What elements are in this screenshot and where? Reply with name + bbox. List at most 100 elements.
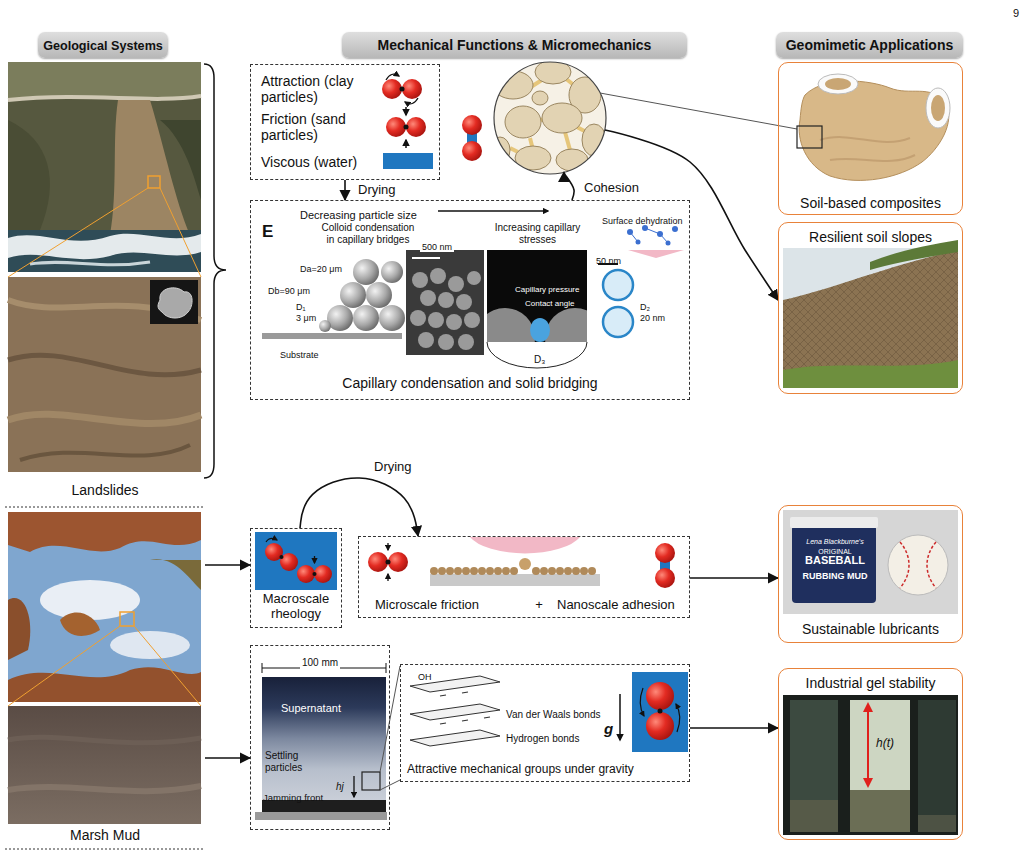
capillary-illustration	[630, 232, 638, 242]
mechanism-panel: Macroscale rheology	[250, 528, 342, 628]
edge-label-holder: Cohesion	[582, 178, 641, 196]
settling-photo	[353, 776, 354, 797]
node-text: Jamming front	[263, 793, 323, 804]
clay-platelets	[646, 712, 674, 740]
label-holder: E	[262, 222, 273, 242]
text-holder: Geomimetic Applications	[776, 36, 963, 54]
dimension-label: 3 μm	[296, 313, 316, 323]
page-number: 9	[1013, 7, 1019, 20]
clay-platelets	[462, 720, 468, 721]
label-holder: D₁	[296, 296, 306, 314]
particle-icons	[404, 125, 409, 130]
node-text: Macroscale rheology	[253, 592, 339, 622]
friction-adhesion-icon	[446, 567, 454, 575]
node-text: Landslides	[72, 482, 139, 498]
capillary-illustration	[603, 307, 633, 337]
marsh-photo	[40, 580, 140, 620]
particle-icons	[382, 74, 433, 169]
zoom-marker	[8, 176, 201, 277]
marsh-photo	[8, 667, 201, 702]
clay-platelets	[619, 694, 621, 740]
mud-photo	[8, 414, 201, 423]
friction-adhesion-icon	[430, 567, 596, 575]
annotation: Van der Waals bonds	[506, 709, 601, 721]
node-text: Soil-based composites	[800, 195, 941, 211]
gel-photo	[867, 704, 869, 786]
friction-adhesion-icon	[532, 567, 540, 575]
rheology-icon	[255, 532, 337, 590]
lubricant-photo	[927, 542, 936, 588]
text-holder: Viscous (water)	[261, 153, 386, 171]
landslide-photo	[8, 120, 50, 232]
clay-platelets	[440, 723, 446, 724]
gel-photo	[790, 700, 838, 832]
friction-adhesion-icon	[519, 558, 531, 570]
particle-icons	[383, 153, 433, 169]
mud-closeup-photo	[8, 706, 201, 824]
capillary-illustration	[262, 333, 402, 339]
mechanism-panel: SupernatantSettling particlesJamming fro…	[250, 645, 390, 830]
friction-adhesion-icon	[386, 560, 391, 565]
annotation: OH	[418, 672, 432, 682]
particle-icons	[406, 117, 426, 137]
friction-adhesion-icon	[470, 567, 478, 575]
marsh-photo	[8, 512, 201, 702]
composite-photo	[797, 74, 950, 180]
dimension-label: D₃	[534, 354, 545, 366]
dimension-label: h(t)	[876, 737, 894, 751]
label-holder: 9	[995, 3, 1019, 21]
friction-adhesion-icon	[548, 567, 556, 575]
text-holder: Attractive mechanical groups under gravi…	[407, 759, 687, 777]
photo-panel: Marsh Mud	[5, 511, 205, 848]
mud-photo	[8, 277, 201, 472]
grain-magnification	[490, 53, 609, 171]
node-text: Attraction (clay particles)	[261, 73, 376, 105]
friction-adhesion-icon	[588, 567, 596, 575]
friction-adhesion-icon	[430, 567, 438, 575]
label-holder: Db=90 μm	[268, 280, 310, 298]
product-label: BASEBALL	[805, 554, 865, 567]
friction-adhesion-icon	[655, 543, 675, 563]
capillary-illustration	[467, 271, 481, 285]
text-holder: Industrial gel stability	[779, 674, 962, 692]
capillary-illustration	[603, 270, 633, 300]
capillary-bridge-icon	[462, 141, 482, 161]
zoom-marker	[8, 188, 148, 277]
capillary-illustration	[487, 308, 535, 342]
node-text: Microscale friction	[375, 598, 479, 613]
capillary-illustration	[418, 332, 434, 348]
friction-adhesion-icon	[430, 574, 600, 586]
text-holder: Landslides	[5, 481, 205, 499]
friction-adhesion-icon	[572, 567, 580, 575]
scale-label: 500 nm	[420, 242, 454, 252]
slope-photo	[783, 240, 958, 388]
composite-photo	[926, 88, 950, 128]
capillary-illustration	[412, 272, 428, 288]
slope-photo	[783, 360, 958, 388]
zoom-marker	[148, 176, 160, 188]
grain-magnification	[565, 132, 570, 150]
annotation: Substrate	[280, 350, 319, 360]
text-holder: Macroscale rheology	[253, 592, 339, 622]
node-text: Industrial gel stability	[806, 675, 936, 691]
mud-closeup-photo	[8, 786, 201, 791]
row-separator	[5, 507, 205, 849]
text-holder: Resilient soil slopes	[779, 228, 962, 246]
connector-arrow	[690, 577, 778, 579]
lubricant-photo	[790, 517, 878, 528]
marsh-photo	[8, 512, 201, 702]
friction-adhesion-icon	[564, 567, 572, 575]
connector-arrow	[205, 564, 250, 566]
capillary-illustration	[660, 234, 668, 243]
capillary-illustration	[630, 228, 668, 243]
capillary-illustration	[458, 334, 474, 350]
mud-photo	[20, 445, 190, 460]
capillary-illustration	[319, 320, 331, 332]
capillary-illustration	[366, 282, 392, 308]
capillary-illustration	[627, 225, 678, 246]
annotation: Hydrogen bonds	[506, 733, 579, 745]
rheology-icon	[297, 565, 315, 583]
rheology-icon	[265, 543, 283, 561]
